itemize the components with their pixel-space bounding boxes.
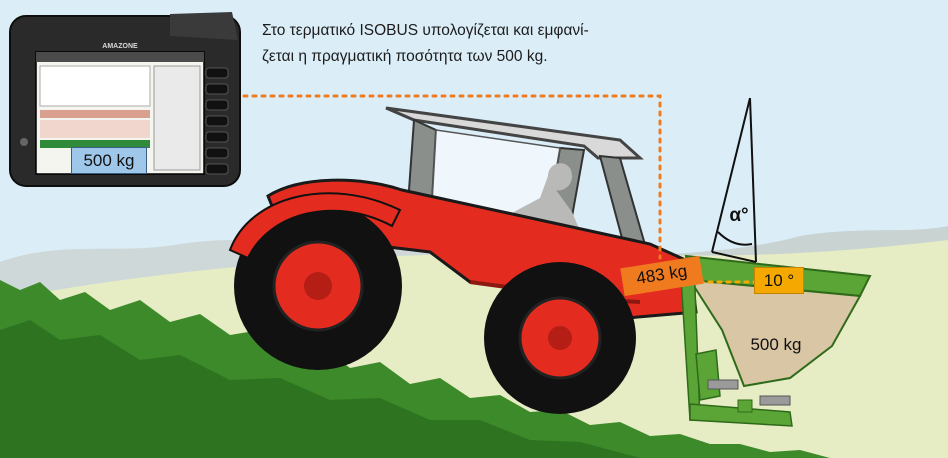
display-readout-panel [40, 66, 150, 106]
caption-line-2: ζεται η πραγματική ποσότητα των 500 kg. [262, 44, 662, 70]
gearbox [738, 400, 752, 412]
rear-wheel-center [304, 272, 332, 300]
terminal-side-buttons [206, 68, 228, 174]
display-section-bar [40, 120, 150, 138]
alpha-degree-sign: ° [741, 205, 749, 226]
caption: Στο τερματικό ISOBUS υπολογίζεται και εμ… [262, 18, 662, 70]
caption-line-1: Στο τερματικό ISOBUS υπολογίζεται και εμ… [262, 18, 662, 44]
terminal-weight-readout: 500 kg [71, 147, 147, 174]
terminal-brand: AMAZONE [102, 43, 138, 50]
spread-disc-left [708, 380, 738, 389]
terminal-top-bracket [170, 12, 238, 40]
terminal-power-led [20, 138, 28, 146]
alpha-symbol: α [729, 205, 741, 226]
display-boom-bar [40, 110, 150, 118]
front-wheel-center [548, 326, 572, 350]
slope-angle-tag: 10 ° [754, 267, 804, 294]
alpha-angle-label: α° [724, 205, 754, 227]
display-softkeys [154, 66, 200, 170]
display-statusbar [36, 52, 204, 62]
hopper-load-label: 500 kg [740, 335, 812, 355]
frame-brace [696, 350, 720, 400]
spread-disc-right [760, 396, 790, 405]
